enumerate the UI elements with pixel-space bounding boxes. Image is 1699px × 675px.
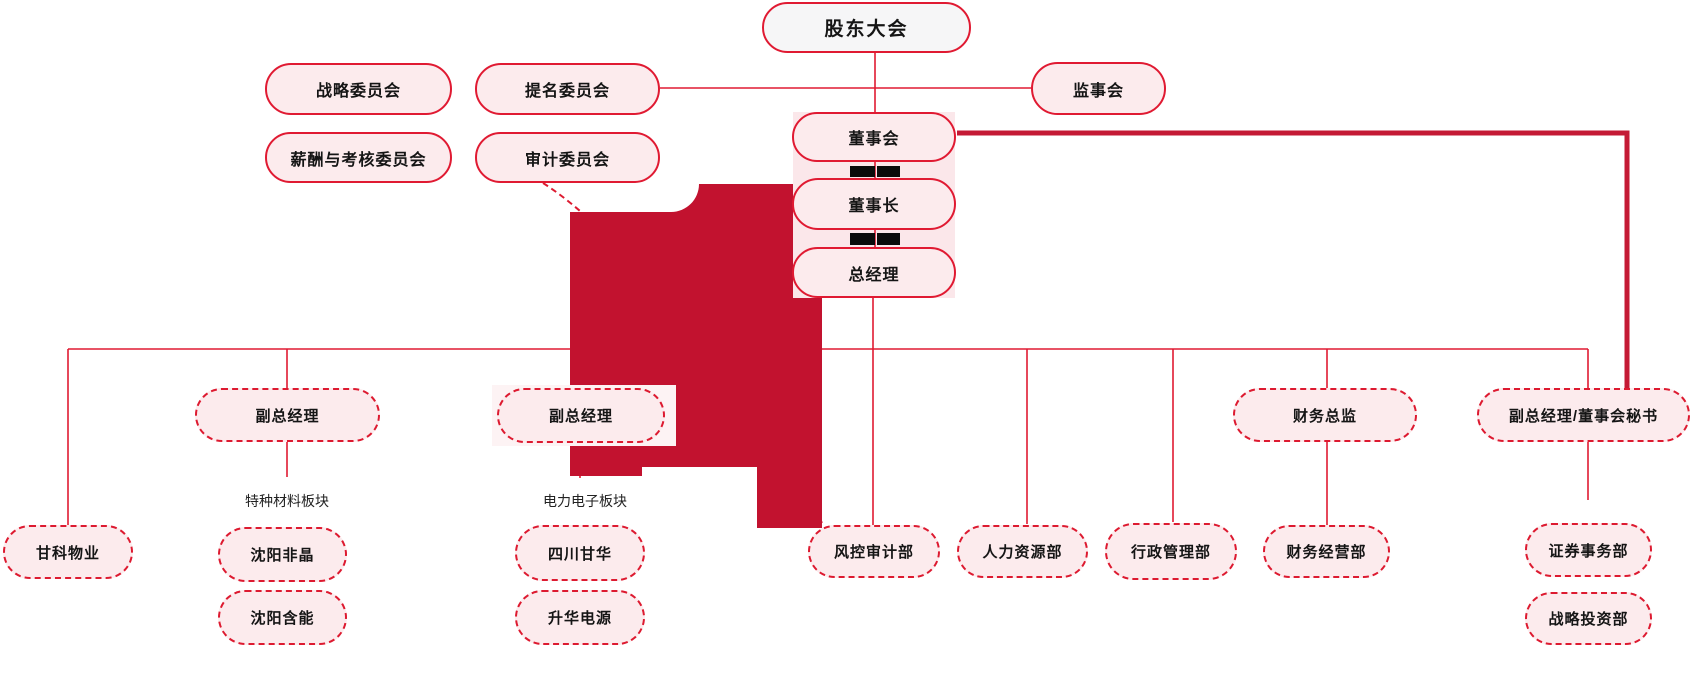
node-label-strategic-investment-dept: 战略投资部: [1548, 611, 1629, 628]
connector-lines: [67, 53, 1589, 525]
node-deputy-gm-materials: 副总经理: [195, 388, 380, 442]
node-label-ganke-property: 甘科物业: [35, 544, 100, 562]
node-hr-dept: 人力资源部: [957, 525, 1088, 578]
node-sichuan-ganhua: 四川甘华: [515, 525, 645, 581]
node-label-strategy-committee: 战略委员会: [315, 83, 401, 100]
black-link-bars: [850, 166, 900, 245]
node-label-finance-director: 财务总监: [1292, 407, 1357, 425]
node-board-of-directors: 董事会: [792, 112, 956, 162]
node-label-sichuan-ganhua: 四川甘华: [547, 545, 612, 563]
node-shenyang-energetic: 沈阳含能: [218, 590, 347, 645]
node-remuneration-assessment-committee: 薪酬与考核委员会: [265, 132, 452, 183]
node-securities-affairs-dept: 证券事务部: [1525, 523, 1652, 577]
node-strategy-committee: 战略委员会: [265, 63, 452, 115]
node-nomination-committee: 提名委员会: [475, 63, 660, 115]
node-shenghua-power: 升华电源: [515, 590, 645, 645]
node-shenyang-amorphous: 沈阳非晶: [218, 527, 347, 582]
node-chairman: 董事长: [792, 178, 956, 230]
node-ganke-property: 甘科物业: [3, 525, 133, 579]
node-label-admin-dept: 行政管理部: [1130, 544, 1211, 561]
node-label-board-of-directors: 董事会: [848, 131, 900, 148]
reporting-thick-line: [957, 130, 1630, 388]
section-label-power-electronics-segment: 电力电子板块: [543, 493, 627, 509]
section-label-special-materials-segment: 特种材料板块: [245, 493, 329, 509]
node-supervisory-board: 监事会: [1031, 62, 1166, 115]
node-label-general-manager: 总经理: [848, 266, 900, 284]
red-blob-shape: [570, 184, 822, 528]
node-deputy-gm-board-secretary: 副总经理/董事会秘书: [1477, 388, 1690, 442]
node-admin-dept: 行政管理部: [1105, 523, 1237, 580]
node-label-hr-dept: 人力资源部: [982, 544, 1063, 561]
node-label-shenyang-amorphous: 沈阳非晶: [250, 547, 315, 564]
node-label-supervisory-board: 监事会: [1072, 82, 1124, 100]
node-label-deputy-gm-power: 副总经理: [548, 408, 613, 425]
node-label-chairman: 董事长: [848, 198, 900, 215]
node-risk-control-audit-dept: 风控审计部: [808, 525, 940, 578]
node-strategic-investment-dept: 战略投资部: [1525, 592, 1652, 645]
node-label-securities-affairs-dept: 证券事务部: [1548, 542, 1629, 560]
node-label-finance-operations-dept: 财务经营部: [1286, 544, 1367, 561]
node-label-shareholders-meeting: 股东大会: [824, 19, 909, 40]
node-label-remuneration-assessment-committee: 薪酬与考核委员会: [290, 151, 427, 169]
node-deputy-gm-power: 副总经理: [497, 388, 665, 443]
node-label-audit-committee: 审计委员会: [524, 151, 610, 169]
node-general-manager: 总经理: [792, 247, 956, 298]
node-finance-operations-dept: 财务经营部: [1263, 525, 1390, 578]
node-label-nomination-committee: 提名委员会: [524, 83, 610, 100]
node-finance-director: 财务总监: [1233, 388, 1417, 442]
node-label-shenyang-energetic: 沈阳含能: [250, 610, 315, 627]
node-label-shenghua-power: 升华电源: [547, 610, 612, 627]
node-label-deputy-gm-board-secretary: 副总经理/董事会秘书: [1508, 407, 1659, 425]
node-shareholders-meeting: 股东大会: [762, 2, 971, 53]
node-label-deputy-gm-materials: 副总经理: [255, 407, 320, 425]
node-audit-committee: 审计委员会: [475, 132, 660, 183]
node-label-risk-control-audit-dept: 风控审计部: [833, 544, 914, 561]
